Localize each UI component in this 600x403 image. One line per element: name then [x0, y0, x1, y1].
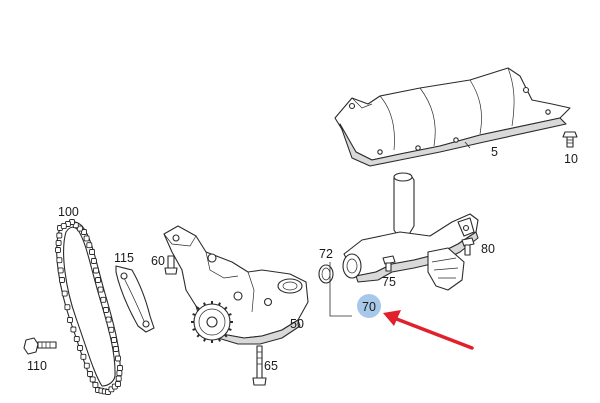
callout-65: 65 [264, 359, 278, 373]
bolt-part-60 [164, 255, 178, 275]
chain-link [112, 346, 119, 352]
chain-link [81, 229, 87, 235]
callout-110: 110 [27, 359, 47, 373]
bolt-part-10 [562, 131, 578, 148]
callout-115: 115 [114, 251, 134, 265]
chain-link [76, 225, 83, 232]
chain-link [108, 326, 115, 333]
gear-tooth [196, 333, 201, 338]
callout-70: 70 [362, 300, 376, 314]
chain-link [115, 355, 121, 362]
chain-link [87, 371, 93, 377]
callout-50: 50 [290, 317, 304, 331]
gear-tooth [203, 302, 207, 306]
red-arrow-indicator [383, 310, 474, 350]
chain-link [61, 290, 68, 297]
baffle-plate-part-5 [334, 67, 571, 167]
callout-5: 5 [491, 145, 498, 159]
callout-75: 75 [382, 275, 396, 289]
chain-link [77, 345, 83, 351]
gear-tooth [223, 306, 228, 311]
oil-pickup-part-70 [342, 172, 479, 291]
chain-link [115, 381, 121, 387]
chain-link [64, 304, 71, 311]
chain-link [111, 337, 117, 343]
chain-link [86, 242, 93, 249]
chain-link [89, 249, 95, 255]
callout-10: 10 [564, 152, 578, 166]
callout-72: 72 [319, 247, 333, 261]
chain-link [56, 232, 63, 239]
chain-link [83, 235, 90, 242]
bolt-part-75 [382, 255, 396, 272]
chain-link [67, 317, 73, 323]
chain-link [70, 326, 77, 333]
chain-link [57, 267, 64, 274]
chain-link [55, 247, 61, 253]
chain-link [90, 258, 97, 264]
chain-link [80, 353, 87, 360]
chain-link [73, 336, 80, 342]
oil-pump-part-50 [163, 225, 309, 345]
bolt-part-65 [252, 345, 267, 386]
gear-tooth [217, 338, 221, 342]
bolt-part-110 [23, 337, 57, 355]
chain-link [117, 365, 123, 371]
gear-tooth [223, 333, 228, 338]
callout-60: 60 [151, 254, 165, 268]
gear-tooth [203, 338, 207, 342]
chain-link [89, 376, 96, 383]
chain-link [105, 316, 112, 323]
timing-chain-part-100 [55, 219, 123, 395]
chain-link [59, 277, 65, 283]
chain-link [115, 375, 122, 382]
gear-tooth [217, 302, 221, 306]
gear-tooth [196, 306, 201, 311]
callout-100: 100 [58, 205, 79, 219]
gear-tooth [192, 313, 196, 317]
gear-tooth [192, 327, 196, 331]
chain-link [83, 362, 90, 369]
chain-link [100, 296, 107, 303]
chain-link [95, 277, 101, 283]
chain-link [103, 307, 109, 313]
gear-tooth [228, 327, 232, 331]
chain-rail-part-115 [115, 265, 155, 333]
chain-link [93, 267, 99, 274]
o-ring-part-72 [318, 264, 334, 284]
bolt-part-80 [461, 237, 475, 256]
chain-link [116, 370, 123, 377]
chain-link [92, 381, 99, 388]
chain-link [55, 240, 62, 246]
chain-link [97, 286, 104, 293]
chain-link [56, 257, 63, 264]
highlight-circle-70[interactable] [357, 294, 381, 318]
chain-link [60, 223, 67, 230]
callout-80: 80 [481, 242, 495, 256]
gear-tooth [228, 313, 232, 317]
